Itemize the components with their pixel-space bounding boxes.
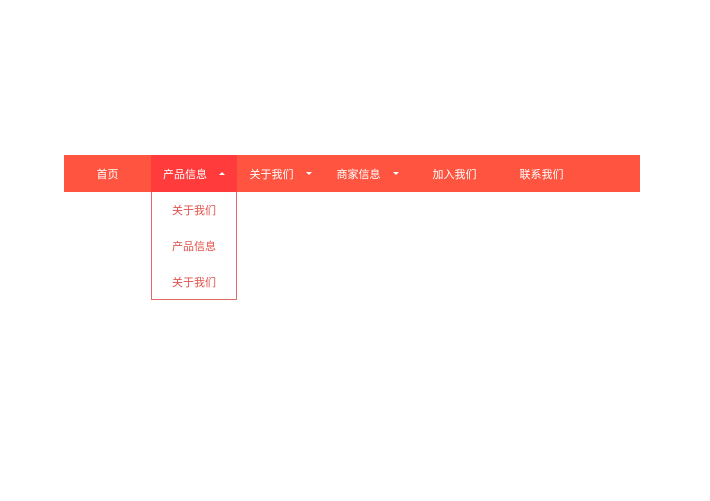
nav-item-label: 联系我们 [519,167,564,181]
nav-item-contact[interactable]: 联系我们 [498,155,585,192]
dropdown-item-label: 产品信息 [172,240,216,253]
nav-item-label: 加入我们 [432,167,477,181]
products-dropdown-menu: 关于我们 产品信息 关于我们 [151,192,237,300]
caret-down-icon [305,172,312,175]
dropdown-item-label: 关于我们 [172,204,216,217]
nav-item-join[interactable]: 加入我们 [411,155,498,192]
nav-item-label: 首页 [96,167,119,181]
nav-item-label: 产品信息 [163,167,207,181]
nav-item-label: 商家信息 [336,167,381,181]
nav-item-about[interactable]: 关于我们 [237,155,324,192]
nav-item-label: 关于我们 [249,167,294,181]
dropdown-item-about[interactable]: 关于我们 [152,192,236,228]
nav-item-products[interactable]: 产品信息 [151,155,237,192]
dropdown-item-label: 关于我们 [172,276,216,289]
nav-item-home[interactable]: 首页 [64,155,151,192]
nav-item-merchants[interactable]: 商家信息 [324,155,411,192]
caret-down-icon [392,172,399,175]
dropdown-item-products[interactable]: 产品信息 [152,228,236,264]
caret-up-icon [219,172,225,175]
dropdown-item-about[interactable]: 关于我们 [152,264,236,300]
main-nav: 首页 产品信息 关于我们 商家信息 加入我们 联系我们 [64,155,640,192]
